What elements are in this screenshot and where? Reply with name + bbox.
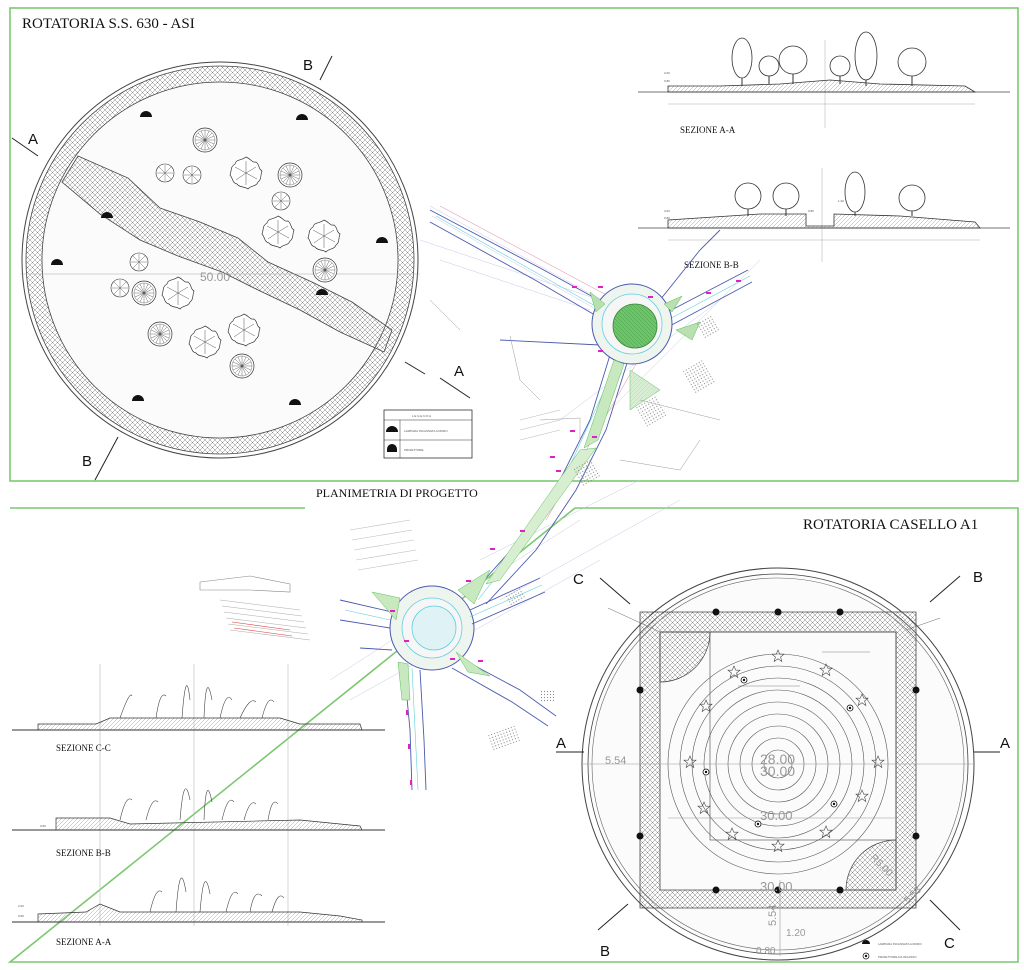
tree-icon [854, 31, 878, 86]
lamp-icon [836, 886, 844, 894]
top-roundabout-plan: 50.00 A A B B [11, 55, 471, 481]
lamp-icon [636, 832, 644, 840]
bottom-section-a-a-dim-2: 0.80 [18, 914, 24, 918]
tree-icon [192, 127, 218, 153]
bottom-legend-item-2: PROIETTORE DA INCASSO [878, 955, 917, 959]
tree-icon [155, 163, 175, 183]
tree-icon [277, 162, 303, 188]
projector-icon [387, 444, 397, 452]
bottom-section-b-b-label: SEZIONE B-B [56, 848, 111, 858]
top-section-a-a-dim-2: 0.80 [664, 79, 670, 83]
dim-inner-diameter: 28.00 [760, 751, 795, 767]
bottom-panel-frame [7, 507, 1019, 963]
section-mark-b-bottom: B [82, 453, 92, 470]
top-legend-title: L E G E N D A [412, 414, 431, 418]
top-section-b-b-dim-3: 0.80 [808, 209, 814, 213]
top-section-b-b: 3.00 0.80 0.80 1.20 SEZIONE B-B [638, 168, 1010, 270]
top-section-b-b-label: SEZIONE B-B [684, 260, 739, 270]
dim-frame-width: 30.00 [760, 879, 793, 894]
top-section-b-b-dim-2: 0.80 [664, 216, 670, 220]
lamp-icon [774, 608, 782, 616]
top-legend-item-1: LAMPADA INCASSATA A MURO [404, 429, 448, 433]
top-legend: L E G E N D A LAMPADA INCASSATA A MURO P… [383, 409, 473, 459]
top-section-b-b-dim-1: 3.00 [664, 209, 670, 213]
top-section-a-a-label: SEZIONE A-A [680, 125, 736, 135]
section-mark-b-bottom: B [600, 943, 610, 960]
plan-title: PLANIMETRIA DI PROGETTO [316, 486, 478, 500]
road-plan [199, 205, 761, 791]
lower-roundabout-island [411, 605, 457, 651]
section-mark-a-bottom-right: A [1000, 735, 1010, 752]
top-panel-title: ROTATORIA S.S. 630 - ASI [22, 16, 195, 32]
section-mark-a-top-left: A [28, 131, 38, 148]
tree-icon [829, 55, 851, 84]
top-section-b-b-dim-4: 1.20 [838, 199, 844, 203]
lamp-icon [712, 608, 720, 616]
lamp-icon [912, 832, 920, 840]
top-diameter-dimension: 50.00 [200, 270, 230, 284]
lamp-icon [712, 886, 720, 894]
tree-icon [898, 184, 926, 216]
tree-icon [110, 278, 130, 298]
dim-curb: 1.20 [786, 928, 806, 939]
bottom-panel-title: ROTATORIA CASELLO A1 [803, 517, 978, 533]
tree-icon [182, 165, 202, 185]
tree-icon [897, 47, 927, 86]
section-mark-c-bottom: C [944, 935, 955, 952]
dim-shoulder: 0.80 [756, 946, 776, 957]
top-section-a-a-dim-1: 2.00 [664, 71, 670, 75]
section-mark-a-bottom-left: A [556, 735, 566, 752]
tree-icon [271, 191, 291, 211]
tree-icon [312, 257, 338, 283]
tree-icon [147, 321, 173, 347]
bottom-legend: LAMPADA INCASSATA A MURO PROIETTORE DA I… [862, 940, 922, 960]
section-mark-c-top: C [573, 571, 584, 588]
tree-icon [229, 353, 255, 379]
bottom-legend-item-1: LAMPADA INCASSATA A MURO [878, 942, 922, 946]
lamp-icon [836, 608, 844, 616]
upper-roundabout-island [612, 303, 658, 349]
lamp-icon [862, 940, 870, 944]
dim-bottom-offset: 5.54 [767, 905, 779, 926]
bottom-section-a-a-label: SEZIONE A-A [56, 937, 112, 947]
bottom-section-a-a-dim-1: 2.00 [18, 904, 24, 908]
section-mark-a-top-right: A [454, 363, 464, 380]
tree-icon [772, 182, 800, 216]
dim-left-offset: 5.54 [605, 755, 626, 767]
top-legend-item-2: PROIETTORE [404, 448, 423, 452]
bottom-section-c-c-label: SEZIONE C-C [56, 743, 111, 753]
lamp-icon [912, 686, 920, 694]
top-section-a-a: 2.00 0.80 SEZIONE A-A [638, 31, 1010, 135]
section-mark-b-top: B [973, 569, 983, 586]
tree-icon [731, 37, 753, 86]
dim-square-width: 30.00 [760, 808, 793, 823]
tree-icon [778, 45, 808, 84]
tree-icon [129, 252, 149, 272]
bottom-roundabout-plan: 5.54 28.00 30.00 30.00 30.00 5.54 1.20 0… [556, 567, 1010, 961]
tree-icon [131, 280, 157, 306]
tree-icon [844, 171, 866, 216]
bottom-section-b-b-dim: 0.80 [40, 824, 46, 828]
lamp-icon [636, 686, 644, 694]
bottom-sections: SEZIONE C-C 0.80 SEZIONE B-B 2.00 0.80 S… [12, 664, 385, 947]
diagonal-walkway [61, 155, 393, 353]
top-panel-frame [9, 7, 1019, 482]
dim-ring-diameter: 30.00 [760, 763, 795, 779]
tree-icon [734, 182, 762, 216]
tree-icon [758, 55, 780, 84]
section-mark-b-top: B [303, 57, 313, 74]
